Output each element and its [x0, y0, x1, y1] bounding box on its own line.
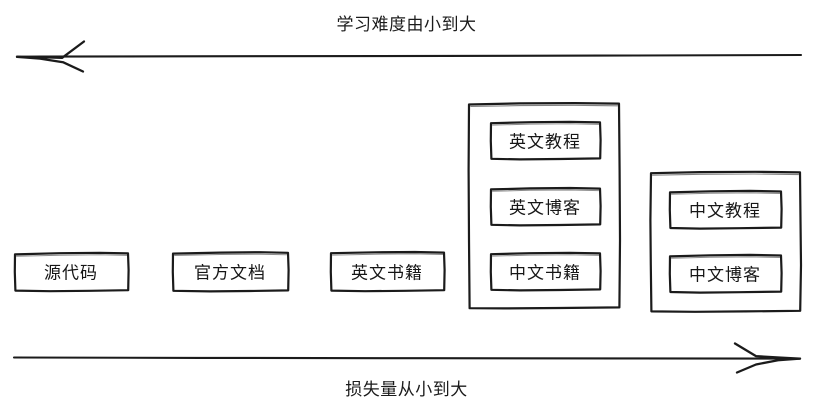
node-box-chinese-books[interactable]: [489, 251, 602, 292]
node-box-english-blog[interactable]: [489, 186, 602, 227]
node-box-official-docs[interactable]: [171, 251, 290, 293]
bottom-axis-label: 损失量从小到大: [345, 380, 468, 399]
node-box-english-tutorial[interactable]: [489, 120, 602, 161]
node-box-source-code[interactable]: [13, 251, 130, 293]
top-arrow-left: [15, 40, 803, 73]
top-axis-label: 学习难度由小到大: [336, 15, 477, 34]
node-box-chinese-tutorial[interactable]: [668, 189, 783, 230]
node-box-english-books[interactable]: [329, 250, 446, 293]
bottom-arrow-right: [12, 342, 802, 374]
node-box-chinese-blog[interactable]: [668, 253, 783, 294]
